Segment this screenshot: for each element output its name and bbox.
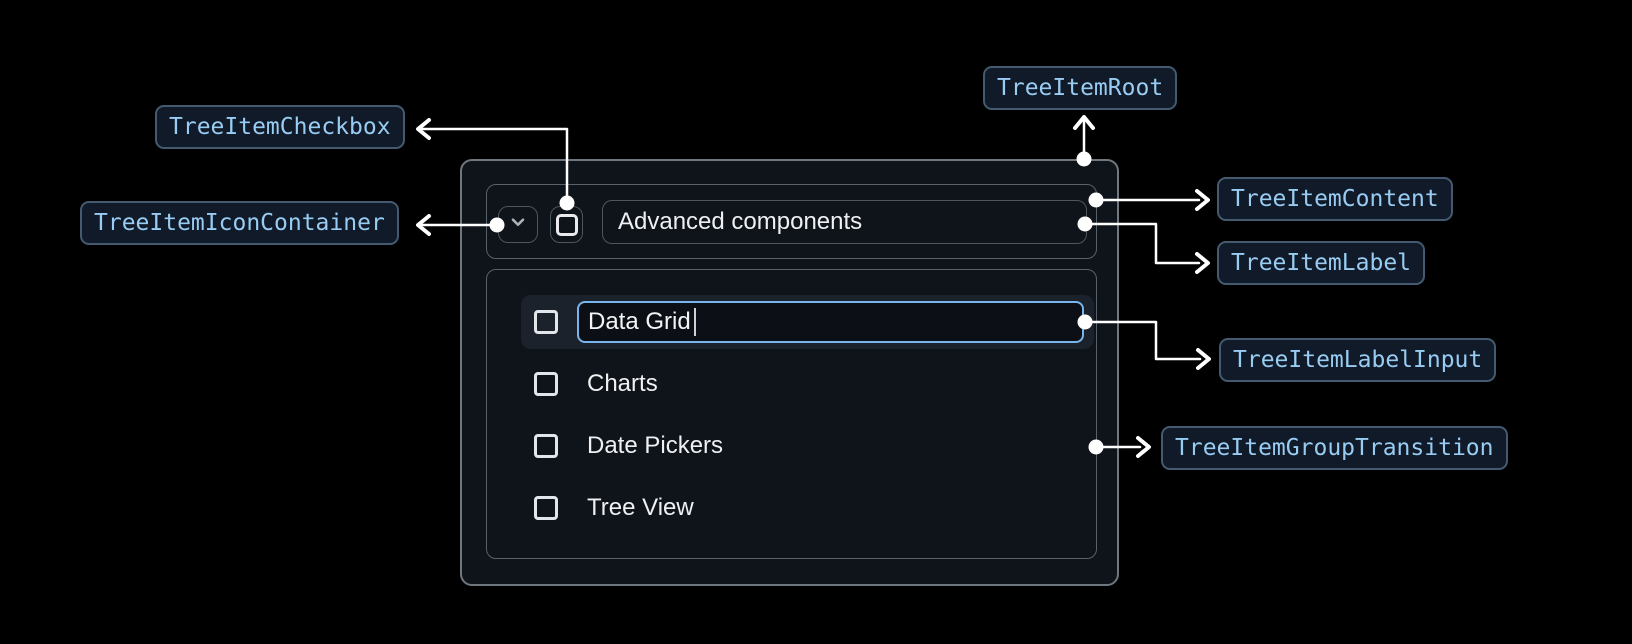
tree-row[interactable]: Charts [487,357,1098,411]
arrowhead-right-icon [1195,252,1210,274]
checkbox-unchecked-icon [555,213,578,236]
arrowhead-left-icon [416,118,431,140]
arrowhead-left-icon [416,214,431,236]
tree-item-checkbox[interactable] [550,206,583,243]
checkbox-unchecked-icon[interactable] [534,496,558,520]
tree-item-group-transition: Data Grid Charts Date Pickers Tree View [486,269,1097,559]
tree-item-icon-container[interactable] [498,206,538,243]
tree-item-root: Advanced components Data Grid Charts Dat… [460,159,1119,586]
text-caret [693,308,696,336]
tree-item-label-text: Advanced components [618,208,863,235]
annotation-tree-item-icon-container: TreeItemIconContainer [80,201,399,245]
arrowhead-right-icon [1196,348,1211,370]
tree-item-label-input[interactable]: Data Grid [577,301,1084,343]
annotation-tree-item-content: TreeItemContent [1217,177,1453,221]
chevron-down-icon [507,211,529,238]
tree-item-content[interactable]: Advanced components [486,184,1097,259]
arrowhead-right-icon [1195,189,1210,211]
tree-row[interactable]: Date Pickers [487,419,1098,473]
label-input-value: Data Grid [588,308,691,335]
checkbox-unchecked-icon[interactable] [534,434,558,458]
annotation-tree-item-checkbox: TreeItemCheckbox [155,105,405,149]
annotation-tree-item-label: TreeItemLabel [1217,241,1426,285]
arrowhead-right-icon [1136,436,1151,458]
tree-item-label-text: Charts [587,370,658,397]
tree-row-editing[interactable]: Data Grid [521,295,1094,349]
tree-row[interactable]: Tree View [487,481,1098,535]
annotation-tree-item-label-input: TreeItemLabelInput [1219,338,1497,382]
arrowhead-up-icon [1073,115,1095,130]
tree-item-label: Advanced components [602,200,1087,244]
checkbox-unchecked-icon[interactable] [534,310,558,334]
tree-item-label-text: Tree View [587,494,694,521]
annotation-tree-item-root: TreeItemRoot [983,66,1178,110]
checkbox-unchecked-icon[interactable] [534,372,558,396]
tree-item-label-text: Date Pickers [587,432,724,459]
annotation-tree-item-group-transition: TreeItemGroupTransition [1161,426,1508,470]
